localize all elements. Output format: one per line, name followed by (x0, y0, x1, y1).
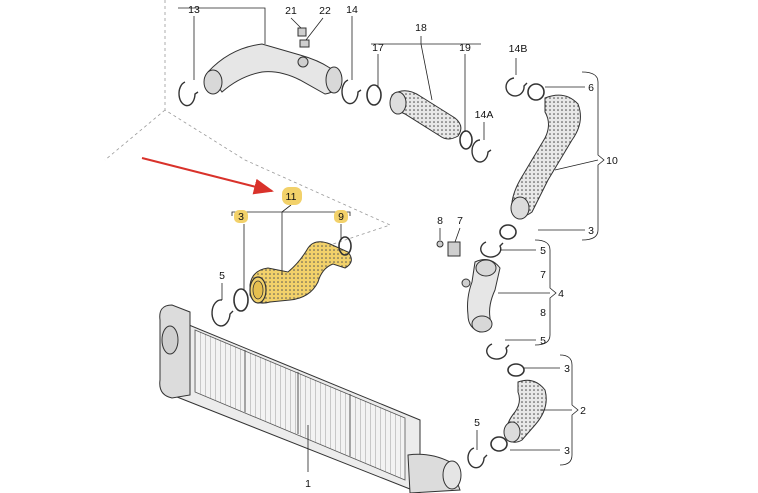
pointer-arrow (141, 157, 274, 195)
highlight-badge-9 (334, 210, 348, 223)
label-14b[interactable]: 14B (509, 43, 528, 55)
clamp (471, 139, 492, 163)
o-ring (507, 363, 525, 377)
o-ring (233, 288, 249, 312)
label-2[interactable]: 2 (580, 405, 586, 417)
label-3-left[interactable]: 3 (238, 211, 244, 223)
clamp (505, 77, 528, 97)
label-21[interactable]: 21 (285, 5, 297, 17)
label-9[interactable]: 9 (338, 211, 344, 223)
label-5-left[interactable]: 5 (219, 270, 225, 282)
label-18[interactable]: 18 (415, 22, 427, 34)
o-ring (366, 84, 382, 106)
label-3-lower-bottom[interactable]: 3 (564, 445, 570, 457)
label-5-elbow-top[interactable]: 5 (540, 245, 546, 257)
label-10[interactable]: 10 (606, 155, 618, 167)
o-ring (490, 436, 508, 452)
hose-10 (510, 94, 581, 220)
label-8-sensor[interactable]: 8 (437, 215, 443, 227)
label-3-upper[interactable]: 3 (588, 225, 594, 237)
label-19[interactable]: 19 (459, 42, 471, 54)
sensor-plug (297, 27, 310, 48)
o-ring (459, 130, 473, 150)
label-14[interactable]: 14 (346, 4, 358, 16)
label-13[interactable]: 13 (188, 4, 200, 16)
hose-highlighted (249, 241, 352, 304)
label-4[interactable]: 4 (558, 288, 564, 300)
label-11[interactable]: 11 (286, 191, 297, 203)
label-7-elbow[interactable]: 7 (540, 269, 546, 281)
intercooler (159, 304, 462, 493)
upper-pipe (203, 43, 343, 95)
label-1[interactable]: 1 (305, 478, 311, 490)
sensor-7-8 (436, 240, 461, 257)
o-ring (499, 224, 517, 240)
clamp (211, 299, 234, 327)
label-17[interactable]: 17 (372, 42, 384, 54)
label-14a[interactable]: 14A (475, 109, 494, 121)
o-ring (527, 83, 545, 101)
label-8-elbow[interactable]: 8 (540, 307, 546, 319)
hose-18 (389, 90, 462, 140)
label-7-sensor[interactable]: 7 (457, 215, 463, 227)
clamp (467, 447, 488, 469)
highlight-badge-3 (234, 210, 248, 223)
clamp (486, 343, 510, 360)
highlight-badge-11 (282, 187, 302, 205)
leader-lines (178, 7, 605, 472)
label-6[interactable]: 6 (588, 82, 594, 94)
clamp (341, 79, 362, 105)
group-outline (104, 0, 392, 246)
label-5-elbow-bottom[interactable]: 5 (540, 335, 546, 347)
label-3-lower-top[interactable]: 3 (564, 363, 570, 375)
o-ring (338, 236, 352, 256)
clamp (480, 241, 504, 258)
label-5-lower[interactable]: 5 (474, 417, 480, 429)
label-22[interactable]: 22 (319, 5, 331, 17)
clamp (178, 81, 199, 107)
elbow-4 (461, 259, 501, 333)
hose-2 (503, 379, 547, 443)
